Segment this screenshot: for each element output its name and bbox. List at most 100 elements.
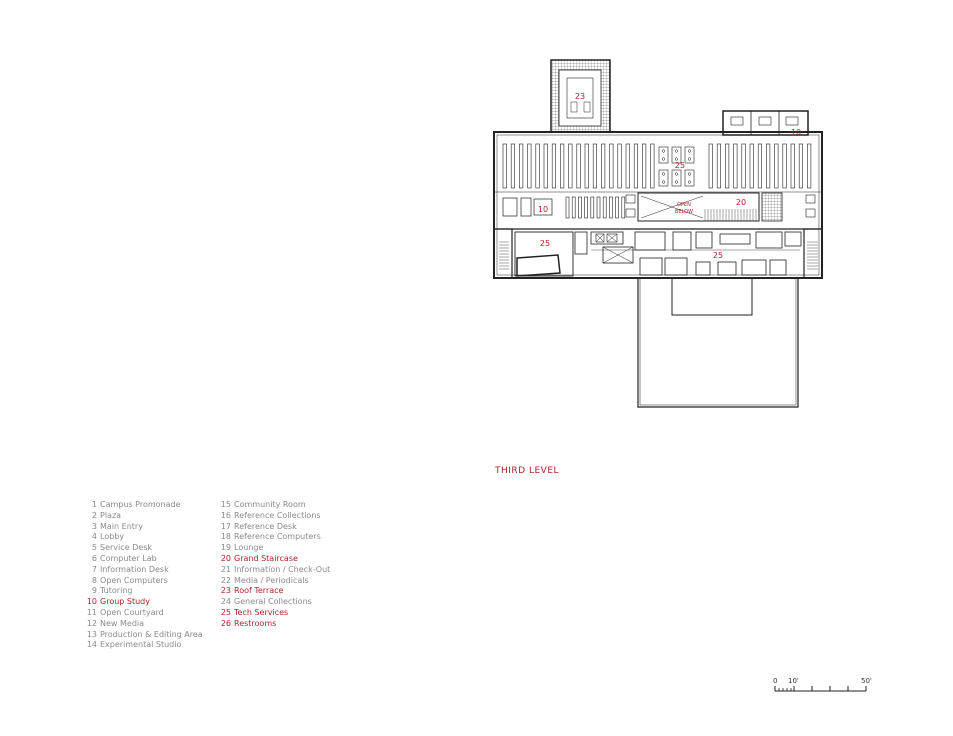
legend-label: Tutoring: [100, 586, 133, 596]
legend-number: 21: [220, 564, 231, 574]
room-number-23: 23: [575, 92, 585, 101]
legend-number: 9: [91, 586, 97, 596]
legend-label: New Media: [100, 618, 145, 628]
legend-number: 11: [86, 607, 97, 617]
open-below-label: OPEN: [677, 202, 691, 208]
scale-label-zero: 0: [773, 677, 778, 685]
study-tables-west: [502, 194, 816, 218]
legend-label: Reference Computers: [234, 532, 321, 542]
legend-number: 25: [220, 607, 231, 617]
legend-label: Experimental Studio: [100, 640, 182, 650]
legend-label: Campus Promonade: [100, 500, 181, 509]
roof-terrace: [550, 59, 611, 133]
study-tables-center: [658, 146, 695, 187]
legend-label: Lobby: [100, 532, 125, 542]
legend-number: 19: [220, 543, 231, 553]
legend-label: Community Room: [234, 500, 306, 509]
legend-label: Information / Check-Out: [234, 564, 331, 574]
room-number-25-collections: 25: [675, 161, 685, 170]
legend-label: Reference Collections: [234, 510, 321, 520]
legend-label: Grand Staircase: [234, 553, 298, 563]
lower-service-zone: [493, 228, 823, 279]
legend-label: Restrooms: [234, 618, 277, 628]
legend-number: 16: [220, 510, 231, 520]
legend-label: General Collections: [234, 597, 312, 607]
legend-label: Tech Services: [234, 607, 289, 617]
legend-label: Open Courtyard: [100, 607, 164, 617]
legend-number: 18: [220, 532, 231, 542]
scale-bar: [774, 686, 867, 692]
legend-number: 3: [91, 521, 97, 531]
roof-below-outline: [637, 278, 799, 408]
legend-number: 23: [220, 586, 231, 596]
legend-label: Roof Terrace: [234, 586, 284, 596]
legend-number: 1: [91, 500, 97, 509]
room-number-10-ne: 10: [791, 128, 801, 137]
legend-number: 15: [220, 500, 231, 509]
room-number-10-w: 10: [538, 205, 548, 214]
legend-label: Production & Editing Area: [100, 629, 203, 639]
legend-label: Lounge: [234, 543, 264, 553]
legend-number: 17: [220, 521, 231, 531]
stacks-area-middle: [565, 196, 626, 219]
legend-label: Service Desk: [100, 543, 152, 553]
legend-number: 22: [220, 575, 231, 585]
legend-number: 5: [91, 543, 97, 553]
stair-west: [499, 241, 509, 270]
legend-number: 12: [86, 618, 97, 628]
legend-label: Plaza: [100, 510, 122, 520]
legend-label: Main Entry: [100, 521, 143, 531]
legend-number: 26: [220, 618, 231, 628]
grand-staircase: [704, 209, 757, 221]
room-number-25-w: 25: [540, 239, 550, 248]
building-outline: [493, 131, 823, 279]
scale-label-ten: 10': [788, 677, 799, 685]
legend-number: 10: [86, 597, 97, 607]
level-title: THIRD LEVEL: [495, 466, 560, 476]
open-below-atrium: OPEN BELOW: [637, 192, 783, 222]
legend-number: 20: [220, 553, 231, 563]
legend-number: 6: [91, 553, 97, 563]
legend-number: 8: [91, 575, 97, 585]
open-below-label-2: BELOW: [675, 209, 693, 215]
legend-number: 13: [86, 629, 97, 639]
legend-number: 14: [86, 640, 97, 650]
legend-number: 4: [91, 532, 97, 542]
legend-label: Computer Lab: [100, 553, 157, 563]
legend-label: Open Computers: [100, 575, 168, 585]
legend-label: Media / Periodicals: [234, 575, 309, 585]
room-number-20: 20: [736, 198, 746, 207]
stacks-area: [502, 143, 812, 189]
legend-number: 24: [220, 597, 231, 607]
legend-number: 7: [91, 564, 97, 574]
stair-east: [807, 241, 818, 270]
scale-label-fifty: 50': [861, 677, 872, 685]
legend-label: Information Desk: [100, 564, 169, 574]
room-numbers: 23 10 25 20 10 25 25: [538, 92, 801, 260]
